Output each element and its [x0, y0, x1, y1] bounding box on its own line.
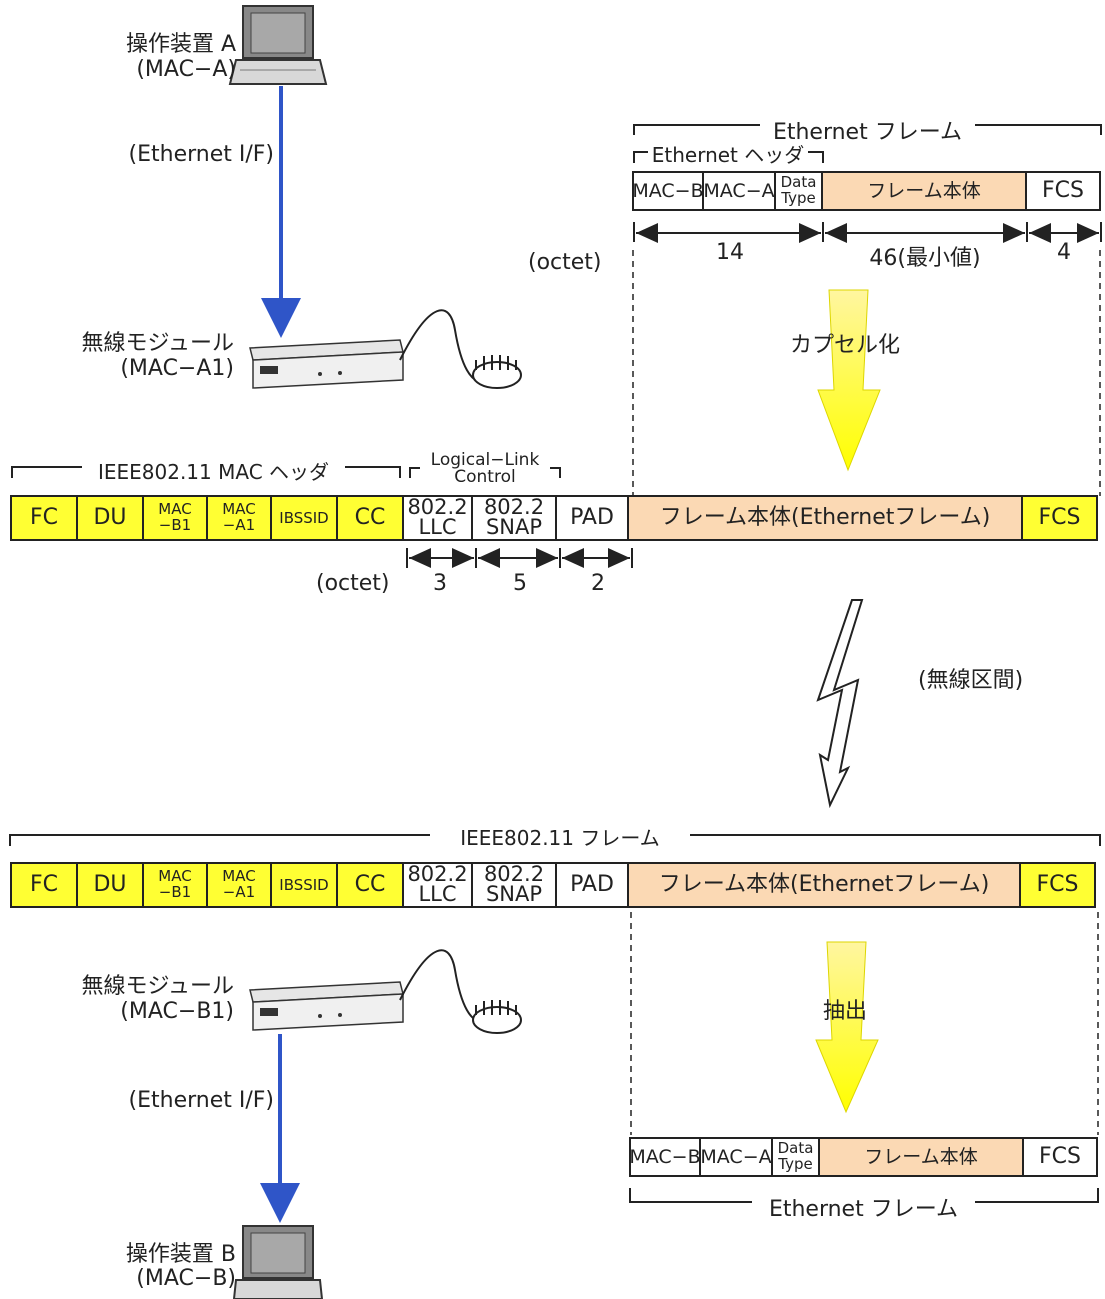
ieee-cell-body: フレーム本体(Ethernetフレーム) — [627, 495, 1023, 541]
size-llc: 3 — [420, 571, 460, 596]
ieee-cell-mac-a1: MAC −A1 — [206, 862, 272, 908]
size-fcs: 4 — [1040, 240, 1088, 265]
ieee-cell-du: DU — [76, 862, 144, 908]
ieee-frame-top: FC DU MAC −B1 MAC −A1 IBSSID CC 802.2 LL… — [10, 495, 1098, 541]
ieee-cell-mac-b1: MAC −B1 — [142, 495, 208, 541]
eth-cell-body: フレーム本体 — [818, 1137, 1024, 1177]
wireless-lightning-icon — [818, 600, 862, 805]
ethernet-if-label-top: (Ethernet I/F) — [60, 142, 274, 167]
ieee-cell-cc: CC — [336, 495, 404, 541]
eth-cell-body: フレーム本体 — [821, 171, 1027, 211]
ieee-cell-snap: 802.2 SNAP — [471, 495, 557, 541]
ieee-cell-mac-a1: MAC −A1 — [206, 495, 272, 541]
eth-cell-mac-a: MAC−A — [699, 1137, 773, 1177]
ieee-frame-bottom: FC DU MAC −B1 MAC −A1 IBSSID CC 802.2 LL… — [10, 862, 1096, 908]
ieee-cell-fcs: FCS — [1019, 862, 1096, 908]
wireless-module-b1-icon — [250, 950, 521, 1033]
module-b1-name: 無線モジュール — [20, 968, 234, 1000]
eth-header-label: Ethernet ヘッダ — [648, 139, 808, 168]
wireless-section-label: (無線区間) — [918, 662, 1023, 694]
ieee-cell-fc: FC — [10, 495, 78, 541]
eth-cell-mac-a: MAC−A — [702, 171, 776, 211]
octet-label-top: (octet) — [528, 250, 602, 275]
device-b-mac: (MAC−B) — [60, 1266, 236, 1291]
laptop-a-icon — [230, 6, 326, 84]
module-a1-name: 無線モジュール — [20, 325, 234, 357]
eth-size-arrows-top — [634, 222, 1101, 242]
eth-frame-label-bottom: Ethernet フレーム — [752, 1191, 975, 1223]
ieee-cell-fcs: FCS — [1021, 495, 1098, 541]
eth-frame-top: MAC−B MAC−A Data Type フレーム本体 FCS — [632, 171, 1101, 211]
module-b1-mac: (MAC−B1) — [20, 999, 234, 1024]
ieee-cell-body: フレーム本体(Ethernetフレーム) — [627, 862, 1021, 908]
eth-cell-mac-b: MAC−B — [629, 1137, 701, 1177]
octet-label-ieee: (octet) — [316, 571, 390, 596]
ieee-cell-llc: 802.2 LLC — [402, 495, 473, 541]
device-b-name: 操作装置 B — [60, 1236, 236, 1268]
device-a-name: 操作装置 A — [60, 26, 236, 58]
ieee-cell-du: DU — [76, 495, 144, 541]
ieee-cell-fc: FC — [10, 862, 78, 908]
ieee-mac-header-label: IEEE802.11 MAC ヘッダ — [82, 456, 345, 485]
extract-label: 抽出 — [780, 993, 910, 1025]
encapsulation-arrow-icon — [818, 290, 880, 470]
ieee-cell-snap: 802.2 SNAP — [471, 862, 557, 908]
eth-cell-fcs: FCS — [1025, 171, 1101, 211]
llc-size-arrows — [407, 548, 632, 568]
size-snap: 5 — [500, 571, 540, 596]
eth-cell-data-type: Data Type — [774, 171, 823, 211]
eth-cell-data-type: Data Type — [771, 1137, 820, 1177]
eth-cell-fcs: FCS — [1022, 1137, 1098, 1177]
encapsulation-label: カプセル化 — [770, 327, 920, 359]
eth-cell-mac-b: MAC−B — [632, 171, 704, 211]
ieee-cell-ibssid: IBSSID — [270, 862, 338, 908]
size-pad: 2 — [578, 571, 618, 596]
ieee-cell-cc: CC — [336, 862, 404, 908]
wireless-module-a1-icon — [250, 310, 521, 388]
eth-frame-bottom: MAC−B MAC−A Data Type フレーム本体 FCS — [629, 1137, 1098, 1177]
ieee-cell-pad: PAD — [555, 495, 629, 541]
extract-arrow-icon — [816, 942, 878, 1112]
size-body: 46(最小値) — [840, 240, 1010, 272]
ieee-frame-label: IEEE802.11 フレーム — [430, 822, 690, 851]
size-header: 14 — [700, 240, 760, 265]
module-a1-mac: (MAC−A1) — [20, 356, 234, 381]
ieee-cell-mac-b1: MAC −B1 — [142, 862, 208, 908]
device-a-mac: (MAC−A) — [60, 57, 236, 82]
ieee-cell-llc: 802.2 LLC — [402, 862, 473, 908]
ieee-cell-ibssid: IBSSID — [270, 495, 338, 541]
ieee-cell-pad: PAD — [555, 862, 629, 908]
llc-label: Logical−Link Control — [418, 452, 552, 486]
laptop-b-icon — [234, 1226, 322, 1299]
ethernet-if-label-bottom: (Ethernet I/F) — [60, 1088, 274, 1113]
